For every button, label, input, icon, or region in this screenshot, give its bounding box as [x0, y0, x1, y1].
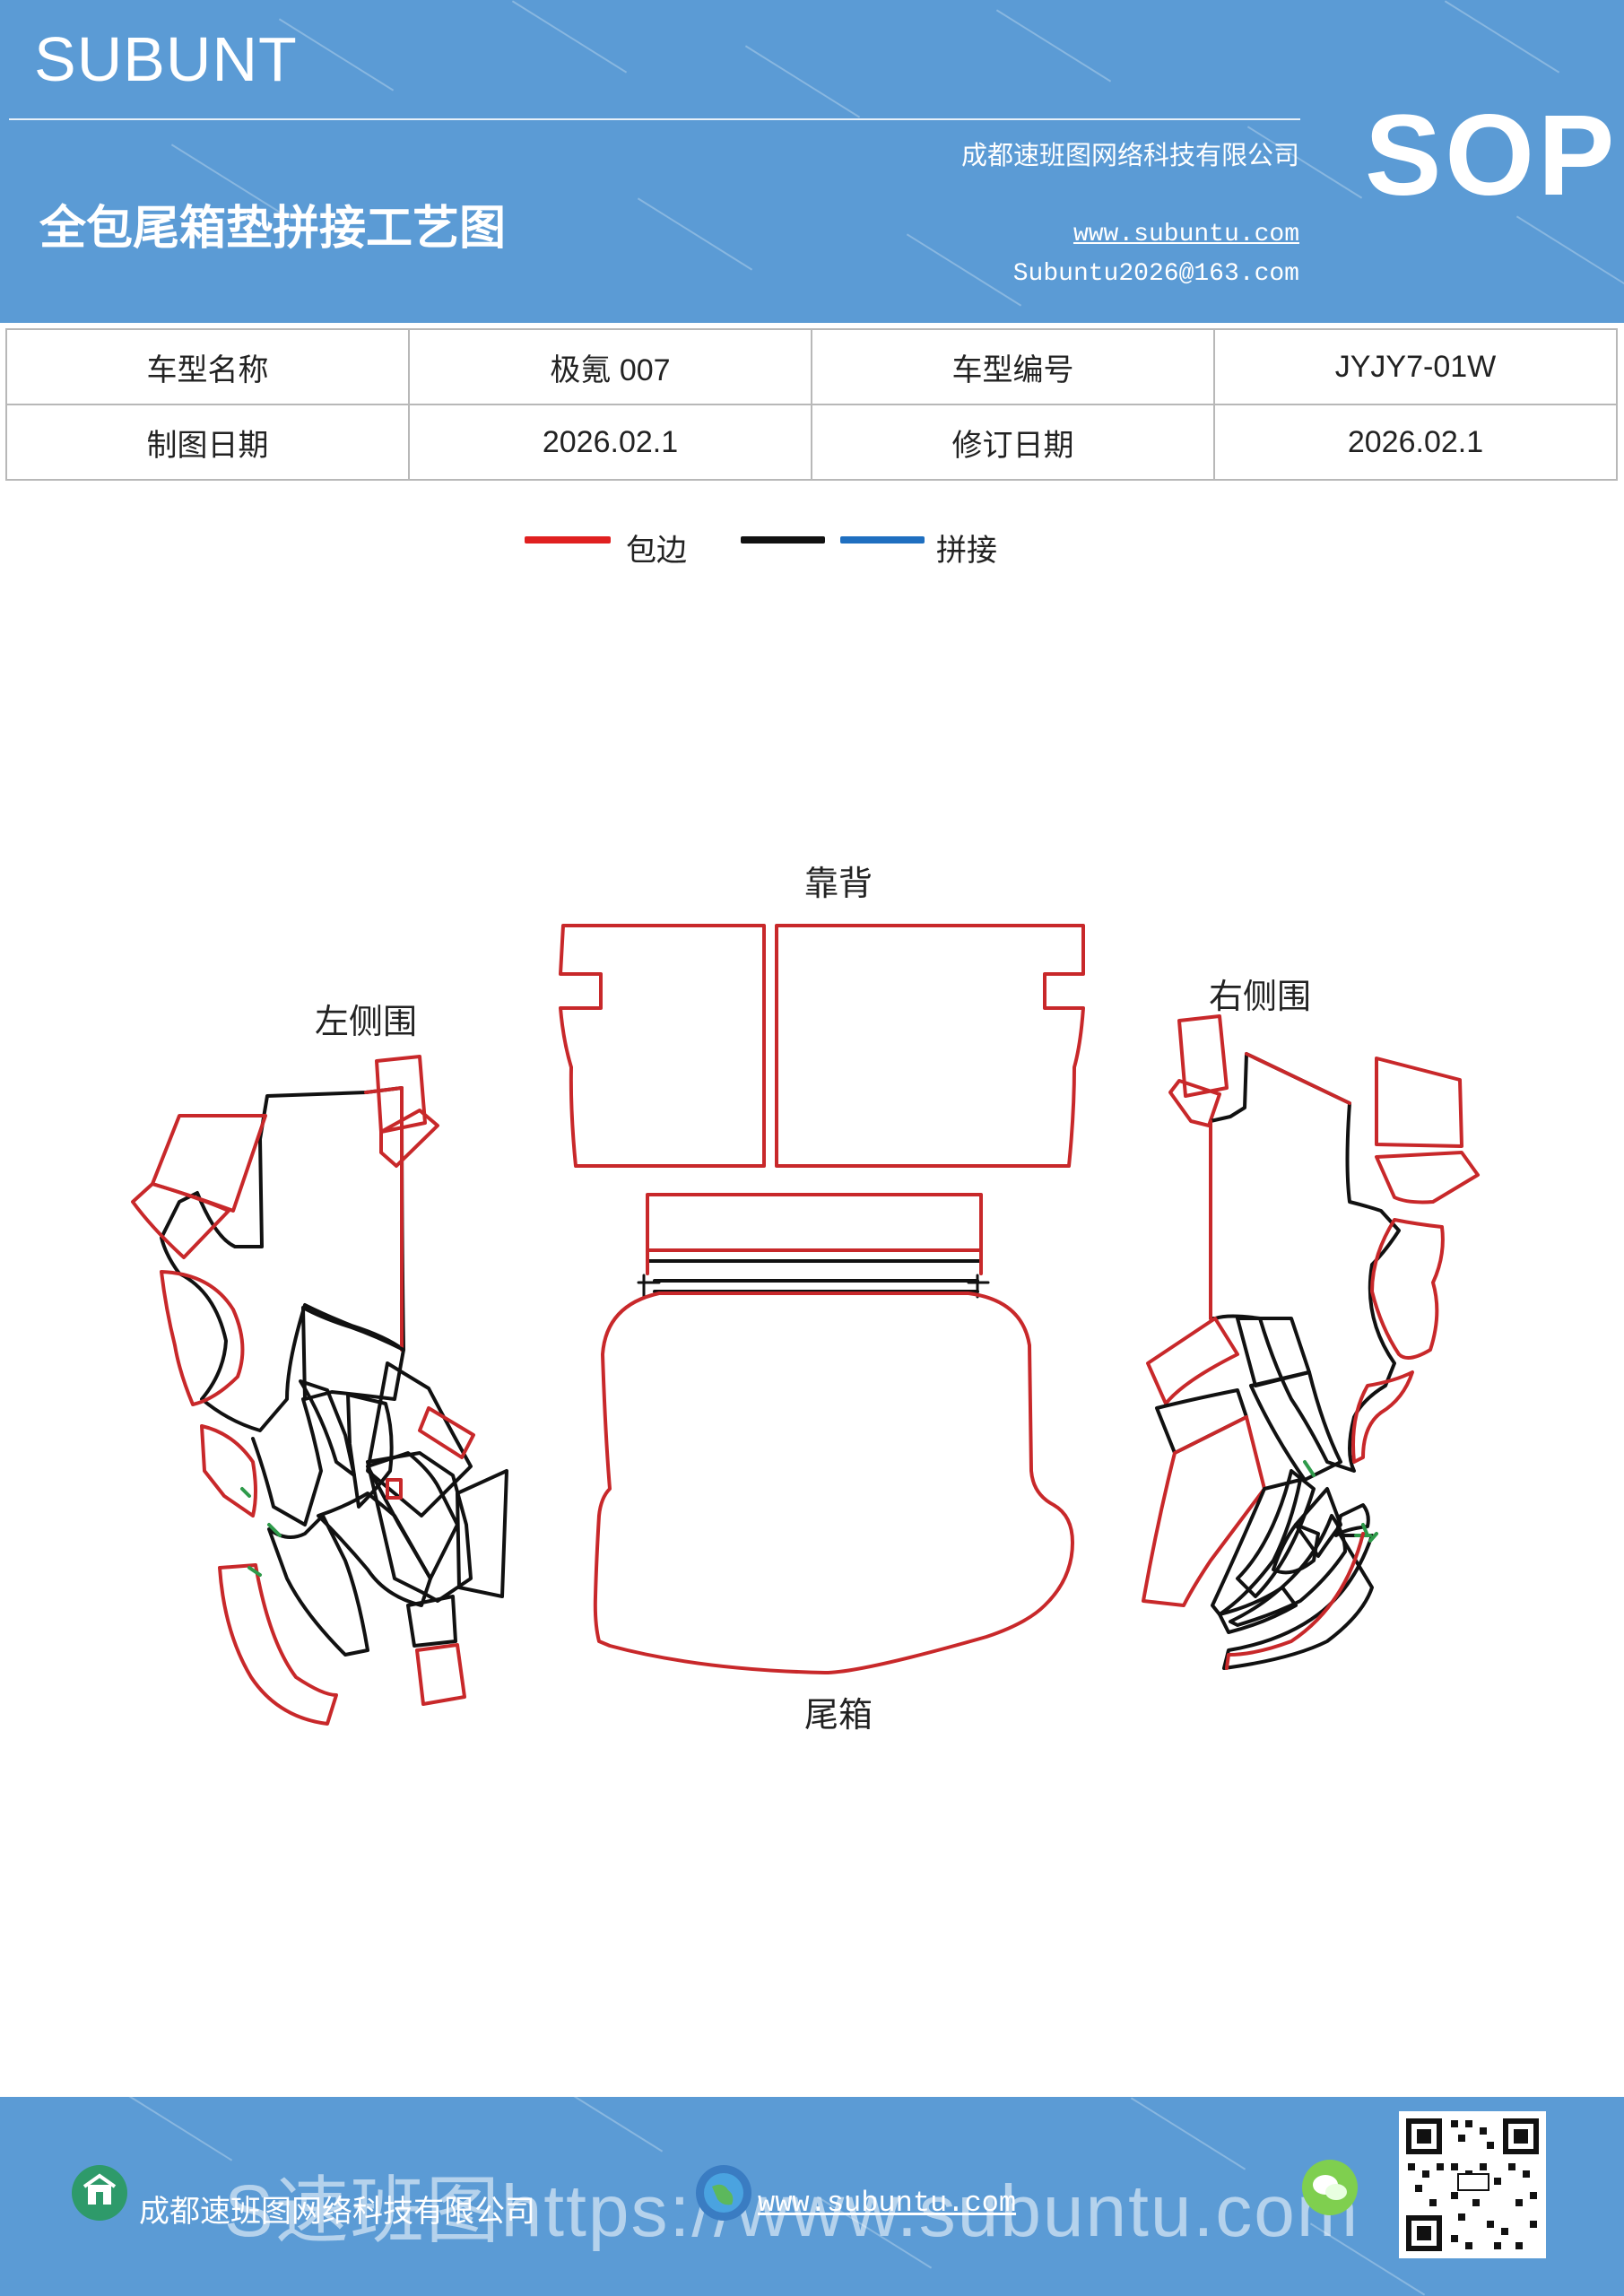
footer-website-link[interactable]: www.subuntu.com	[758, 2187, 1017, 2220]
footer-company-name: 成都速班图网络科技有限公司	[139, 2194, 535, 2230]
header-band: SUBUNT 全包尾箱垫拼接工艺图 成都速班图网络科技有限公司 www.subu…	[0, 0, 1624, 323]
company-name: 成都速班图网络科技有限公司	[960, 140, 1299, 170]
building-icon	[72, 2165, 127, 2221]
sop-badge: SOP	[1365, 91, 1619, 220]
table-row: 车型名称 极氪 007 车型编号 JYJY7-01W	[5, 328, 1618, 405]
legend-line-binding	[525, 536, 611, 544]
backrest-left-panel	[559, 924, 766, 1168]
backrest-lower-strip	[637, 1193, 990, 1299]
draw-date-label: 制图日期	[5, 404, 410, 481]
draw-date-value: 2026.02.1	[408, 404, 812, 481]
footer-band: S速班图https://www.subuntu.com 成都速班图网络科技有限公…	[0, 2097, 1624, 2296]
model-name-label: 车型名称	[5, 328, 410, 405]
model-code-value: JYJY7-01W	[1213, 328, 1618, 405]
legend-line-seam	[741, 536, 825, 544]
left-side-panels	[131, 1055, 508, 1726]
document-title: 全包尾箱垫拼接工艺图	[39, 201, 507, 256]
backrest-panels	[559, 924, 1085, 1168]
table-row: 制图日期 2026.02.1 修订日期 2026.02.1	[5, 404, 1618, 481]
model-code-label: 车型编号	[811, 328, 1215, 405]
model-name-value: 极氪 007	[408, 328, 812, 405]
legend-label-binding: 包边	[626, 533, 687, 569]
email-text: Subuntu2026@163.com	[1012, 260, 1299, 288]
legend-line-joint	[840, 536, 925, 544]
revision-date-value: 2026.02.1	[1213, 404, 1618, 481]
qr-code	[1399, 2111, 1546, 2258]
right-side-panels	[1142, 1014, 1480, 1670]
brand-logo-text: SUBUNT	[34, 24, 298, 94]
wechat-icon	[1302, 2160, 1358, 2215]
legend-label-joint: 拼接	[936, 533, 997, 569]
footer-watermark-text: S速班图https://www.subuntu.com	[224, 2170, 1360, 2252]
website-link[interactable]: www.subuntu.com	[1073, 221, 1299, 248]
stroke-legend: 包边 拼接	[0, 520, 1624, 574]
header-rule	[9, 118, 1300, 120]
trunk-floor-panel	[593, 1292, 1074, 1674]
label-trunk: 尾箱	[804, 1695, 873, 1735]
backrest-right-panel	[775, 924, 1085, 1168]
label-left-side: 左侧围	[315, 1002, 417, 1041]
revision-date-label: 修订日期	[811, 404, 1215, 481]
label-backrest: 靠背	[804, 864, 873, 903]
label-right-side: 右侧围	[1209, 977, 1311, 1016]
globe-icon	[696, 2165, 751, 2221]
vehicle-info-table: 车型名称 极氪 007 车型编号 JYJY7-01W 制图日期 2026.02.…	[5, 328, 1618, 481]
